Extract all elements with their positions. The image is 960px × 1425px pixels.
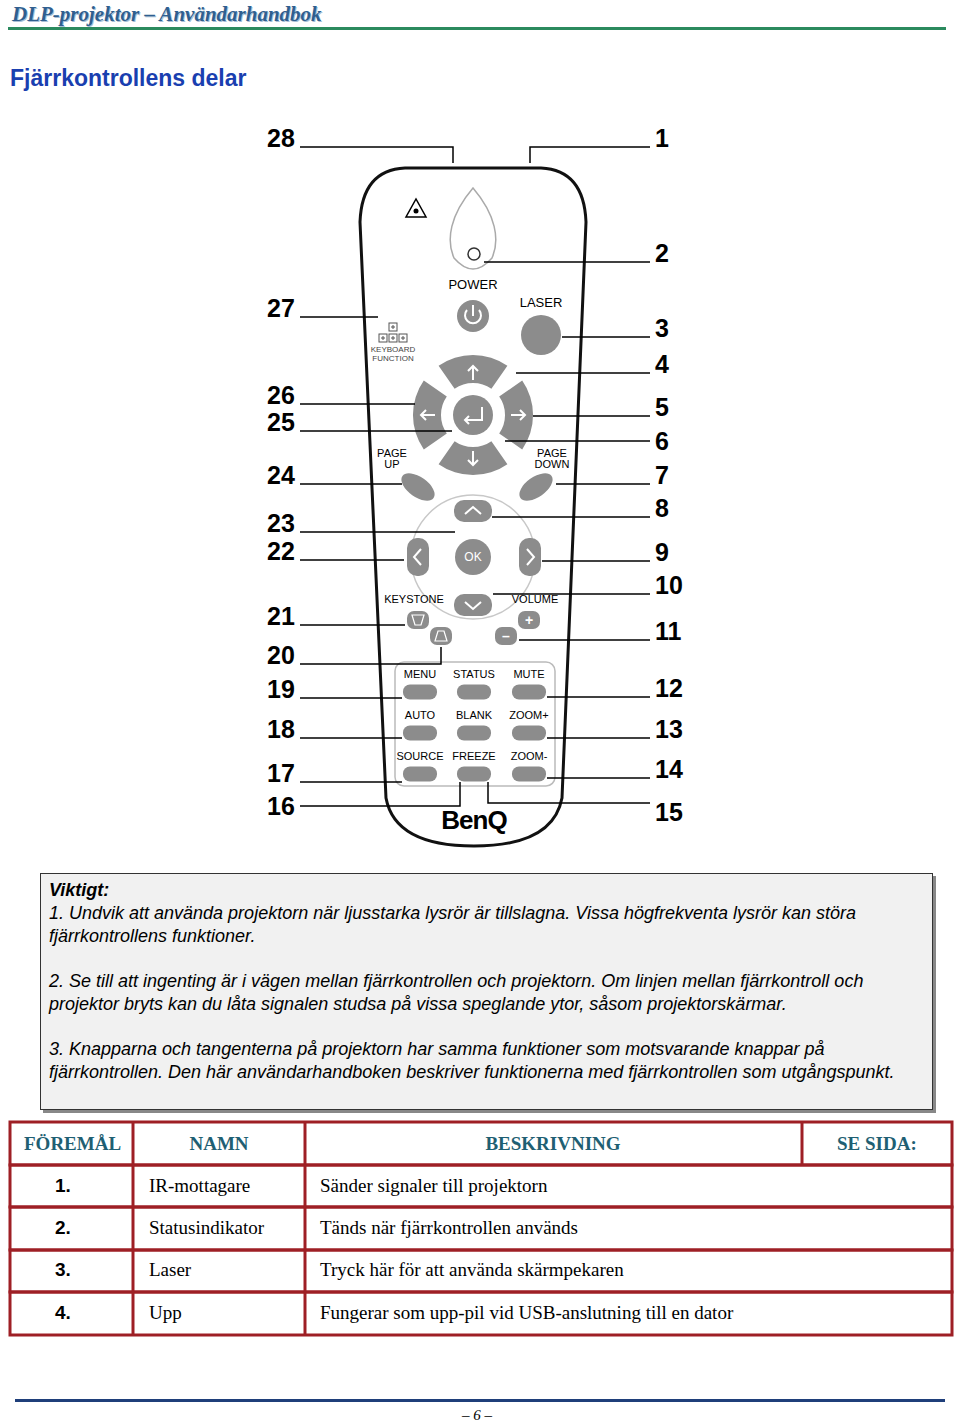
table-cell: 2. [55, 1217, 71, 1239]
button-label: FREEZE [452, 750, 495, 762]
remote-control [360, 168, 586, 846]
note-text: 2. Se till att ingenting är i vägen mell… [49, 970, 924, 1016]
callout-number: 24 [267, 461, 295, 489]
table-header: NAMN [189, 1133, 248, 1155]
callout-number: 12 [655, 674, 683, 702]
callout-number: 9 [655, 538, 669, 566]
button-label: – [502, 629, 510, 643]
button-label: SOURCE [396, 750, 443, 762]
callout-number: 3 [655, 314, 669, 342]
page-title: Fjärrkontrollens delar [10, 64, 246, 92]
leader-lines [300, 147, 650, 806]
button-label: LASER [520, 296, 563, 310]
callout-number: 25 [267, 408, 295, 436]
table-cell: Tryck här för att använda skärmpekaren [320, 1259, 624, 1281]
table-cell: Laser [149, 1259, 191, 1281]
button-label: ZOOM+ [509, 709, 548, 721]
table-cell: Sänder signaler till projektorn [320, 1175, 547, 1197]
note-text: 1. Undvik att använda projektorn när lju… [49, 902, 924, 948]
table-header: FÖREMÅL [24, 1133, 121, 1155]
button-label: POWER [448, 278, 497, 292]
callout-number: 8 [655, 494, 669, 522]
callout-number: 11 [655, 617, 681, 645]
callout-number: 26 [267, 381, 295, 409]
note-text: 3. Knapparna och tangenterna på projekto… [49, 1038, 924, 1084]
table-cell: Fungerar som upp-pil vid USB-anslutning … [320, 1302, 733, 1324]
callout-number: 19 [267, 675, 295, 703]
callout-number: 23 [267, 509, 295, 537]
table-cell: 3. [55, 1259, 71, 1281]
callout-number: 27 [267, 294, 295, 322]
table-cell: Statusindikator [149, 1217, 264, 1239]
button-label: PAGE UP [374, 448, 410, 470]
callout-number: 13 [655, 715, 683, 743]
table-grid [10, 1122, 952, 1335]
button-label: MENU [404, 668, 436, 680]
callout-number: 5 [655, 393, 669, 421]
table-header: SE SIDA: [837, 1133, 917, 1155]
table-cell: 4. [55, 1302, 71, 1324]
callout-number: 6 [655, 427, 669, 455]
table-cell: 1. [55, 1175, 71, 1197]
button-label: PAGE DOWN [532, 448, 572, 470]
button-label: STATUS [453, 668, 495, 680]
callout-number: 22 [267, 537, 295, 565]
callout-number: 14 [655, 755, 683, 783]
callout-number: 21 [267, 602, 295, 630]
callout-number: 20 [267, 641, 295, 669]
button-label: + [525, 613, 533, 627]
table-header: BESKRIVNING [485, 1133, 620, 1155]
running-header: DLP-projektor – Användarhandbok [12, 2, 322, 26]
header-rule [8, 27, 946, 30]
callout-number: 2 [655, 239, 669, 267]
table-cell: IR-mottagare [149, 1175, 250, 1197]
footer-rule [15, 1399, 945, 1402]
callout-number: 4 [655, 350, 669, 378]
button-label: OK [464, 550, 481, 564]
button-label: VOLUME [512, 593, 558, 605]
callout-number: 16 [267, 792, 295, 820]
callout-number: 7 [655, 461, 669, 489]
note-heading: Viktigt: [49, 879, 924, 902]
callout-number: 18 [267, 715, 295, 743]
table-cell: Upp [149, 1302, 182, 1324]
page-number: – 6 – [462, 1406, 492, 1424]
callout-number: 10 [655, 571, 683, 599]
callout-number: 17 [267, 759, 295, 787]
table-cell: Tänds när fjärrkontrollen används [320, 1217, 578, 1239]
button-label: KEYSTONE [384, 593, 444, 605]
button-label: MUTE [513, 668, 544, 680]
callout-number: 1 [655, 124, 669, 152]
button-label: BLANK [456, 709, 492, 721]
callout-number: 28 [267, 124, 295, 152]
button-label: ZOOM- [511, 750, 548, 762]
button-label: KEYBOARD FUNCTION [369, 345, 417, 363]
button-label: AUTO [405, 709, 435, 721]
note-box: Viktigt:1. Undvik att använda projektorn… [40, 873, 933, 1110]
callout-number: 15 [655, 798, 683, 826]
brand-logo: BenQ [441, 806, 506, 834]
